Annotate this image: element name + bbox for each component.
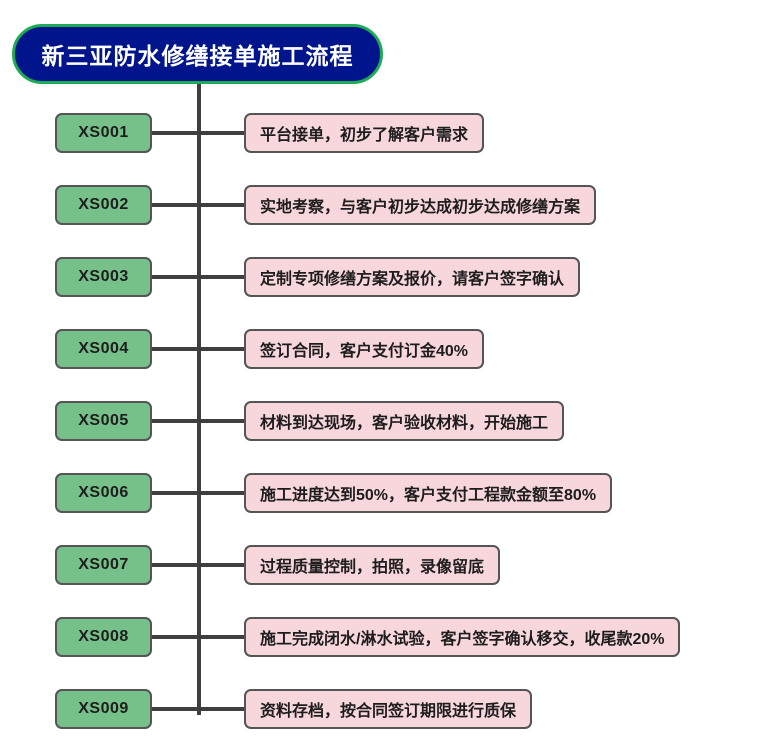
step-description-box[interactable]: 平台接单，初步了解客户需求 [244,113,485,153]
step-code-box[interactable]: XS005 [55,401,152,441]
step-description-box[interactable]: 材料到达现场，客户验收材料，开始施工 [244,401,565,441]
connector-code-to-trunk [152,419,201,423]
step-code-box[interactable]: XS007 [55,545,152,585]
connector-trunk-to-desc [199,203,246,207]
step-code-box[interactable]: XS002 [55,185,152,225]
connector-trunk-to-desc [199,347,246,351]
connector-trunk-to-desc [199,491,246,495]
step-code-box[interactable]: XS003 [55,257,152,297]
step-row: XS007 过程质量控制，拍照，录像留底 [0,543,767,587]
connector-trunk-to-desc [199,419,246,423]
connector-code-to-trunk [152,635,201,639]
step-row: XS006 施工进度达到50%，客户支付工程款金额至80% [0,471,767,515]
connector-code-to-trunk [152,563,201,567]
step-row: XS001 平台接单，初步了解客户需求 [0,111,767,155]
step-code-box[interactable]: XS006 [55,473,152,513]
step-description-box[interactable]: 施工进度达到50%，客户支付工程款金额至80% [244,473,613,513]
flowchart-title: 新三亚防水修缮接单施工流程 [12,24,383,84]
connector-trunk-to-desc [199,635,246,639]
step-row: XS004 签订合同，客户支付订金40% [0,327,767,371]
step-code-box[interactable]: XS008 [55,617,152,657]
connector-code-to-trunk [152,131,201,135]
step-description-box[interactable]: 实地考察，与客户初步达成初步达成修缮方案 [244,185,597,225]
step-description-box[interactable]: 签订合同，客户支付订金40% [244,329,485,369]
step-description-box[interactable]: 施工完成闭水/淋水试验，客户签字确认移交，收尾款20% [244,617,681,657]
step-description-box[interactable]: 资料存档，按合同签订期限进行质保 [244,689,533,729]
step-row: XS005 材料到达现场，客户验收材料，开始施工 [0,399,767,443]
trunk-line [197,84,201,715]
connector-code-to-trunk [152,203,201,207]
step-description-box[interactable]: 定制专项修缮方案及报价，请客户签字确认 [244,257,581,297]
connector-code-to-trunk [152,275,201,279]
step-code-box[interactable]: XS001 [55,113,152,153]
connector-code-to-trunk [152,491,201,495]
step-code-box[interactable]: XS004 [55,329,152,369]
step-row: XS008 施工完成闭水/淋水试验，客户签字确认移交，收尾款20% [0,615,767,659]
connector-code-to-trunk [152,347,201,351]
connector-trunk-to-desc [199,563,246,567]
connector-code-to-trunk [152,707,201,711]
connector-trunk-to-desc [199,275,246,279]
step-description-box[interactable]: 过程质量控制，拍照，录像留底 [244,545,501,585]
step-row: XS003 定制专项修缮方案及报价，请客户签字确认 [0,255,767,299]
step-row: XS009 资料存档，按合同签订期限进行质保 [0,687,767,731]
connector-trunk-to-desc [199,707,246,711]
step-code-box[interactable]: XS009 [55,689,152,729]
step-row: XS002 实地考察，与客户初步达成初步达成修缮方案 [0,183,767,227]
connector-trunk-to-desc [199,131,246,135]
